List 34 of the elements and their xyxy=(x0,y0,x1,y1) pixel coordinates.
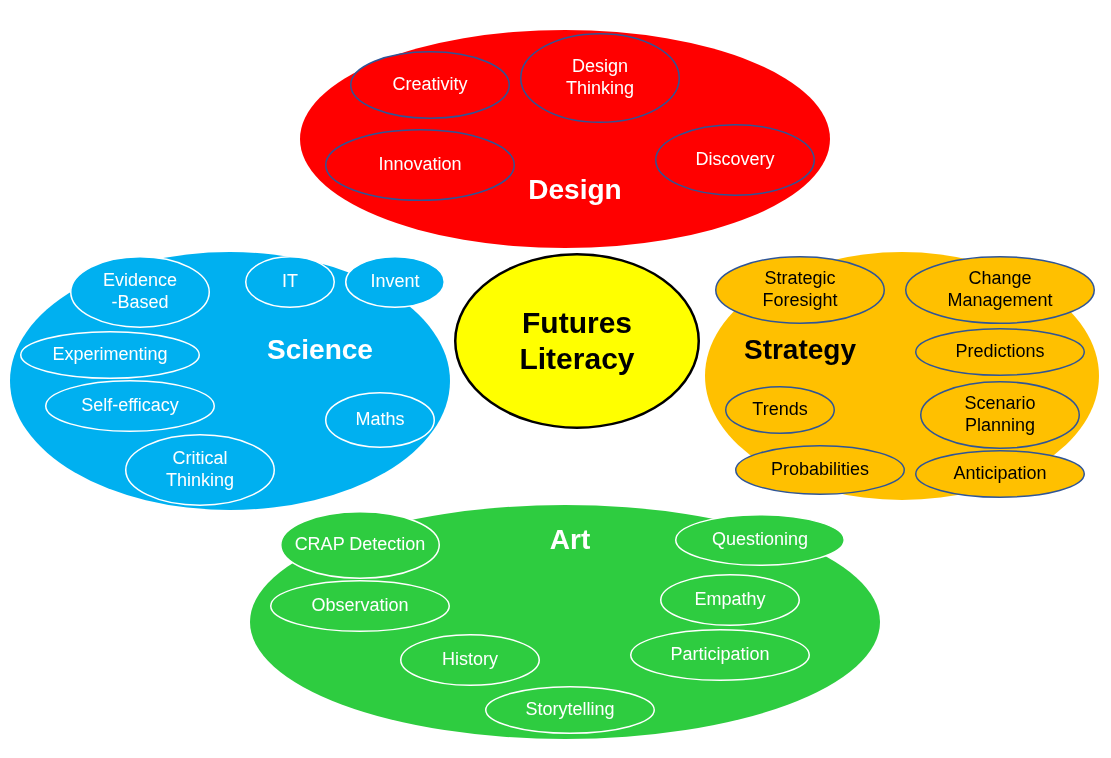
topic-bubble: Invent xyxy=(345,256,445,308)
topic-bubble: Change Management xyxy=(905,256,1095,324)
topic-bubble: Questioning xyxy=(675,514,845,566)
topic-bubble: Critical Thinking xyxy=(125,434,275,506)
topic-bubble: Experimenting xyxy=(20,331,200,379)
topic-bubble: Self-efficacy xyxy=(45,380,215,432)
topic-bubble: History xyxy=(400,634,540,686)
petal-label: Strategy xyxy=(742,333,857,367)
topic-bubble: CRAP Detection xyxy=(280,511,440,579)
petal-shape xyxy=(250,505,880,739)
petal-shape xyxy=(705,252,1099,500)
topic-bubble: Empathy xyxy=(660,574,800,626)
topic-bubble: Anticipation xyxy=(915,450,1085,498)
petal-label: Science xyxy=(266,333,374,367)
topic-bubble: Maths xyxy=(325,392,435,448)
petal-label: Art xyxy=(548,523,592,557)
topic-bubble: Scenario Planning xyxy=(920,381,1080,449)
petal-shape xyxy=(300,30,830,248)
topic-bubble: Storytelling xyxy=(485,686,655,734)
topic-bubble: Participation xyxy=(630,629,810,681)
topic-bubble: Probabilities xyxy=(735,445,905,495)
topic-bubble: Strategic Foresight xyxy=(715,256,885,324)
topic-bubble: Trends xyxy=(725,386,835,434)
topic-bubble: Discovery xyxy=(655,124,815,196)
topic-bubble: Predictions xyxy=(915,328,1085,376)
topic-bubble: Innovation xyxy=(325,129,515,201)
topic-bubble: IT xyxy=(245,256,335,308)
topic-bubble: Evidence -Based xyxy=(70,256,210,328)
topic-bubble: Observation xyxy=(270,580,450,632)
petal-shape xyxy=(10,252,450,510)
center-ellipse: Futures Literacy xyxy=(454,253,700,429)
topic-bubble: Creativity xyxy=(350,51,510,119)
petal-label: Design xyxy=(527,173,623,207)
topic-bubble: Design Thinking xyxy=(520,33,680,123)
